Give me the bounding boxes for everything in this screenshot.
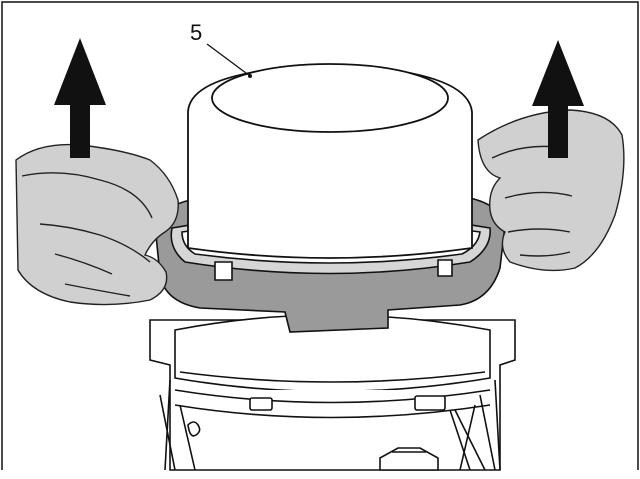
frame-border xyxy=(1,1,639,470)
right-up-arrow-icon xyxy=(532,40,584,158)
lower-housing xyxy=(149,314,516,471)
left-up-arrow-icon xyxy=(54,38,106,158)
cover-part-5 xyxy=(187,63,473,259)
callout-leader-dot xyxy=(248,74,252,78)
left-hand-icon xyxy=(15,143,179,306)
callout-leader-line xyxy=(206,43,251,77)
right-hand-icon xyxy=(477,109,625,272)
callout-label: 5 xyxy=(190,20,203,45)
